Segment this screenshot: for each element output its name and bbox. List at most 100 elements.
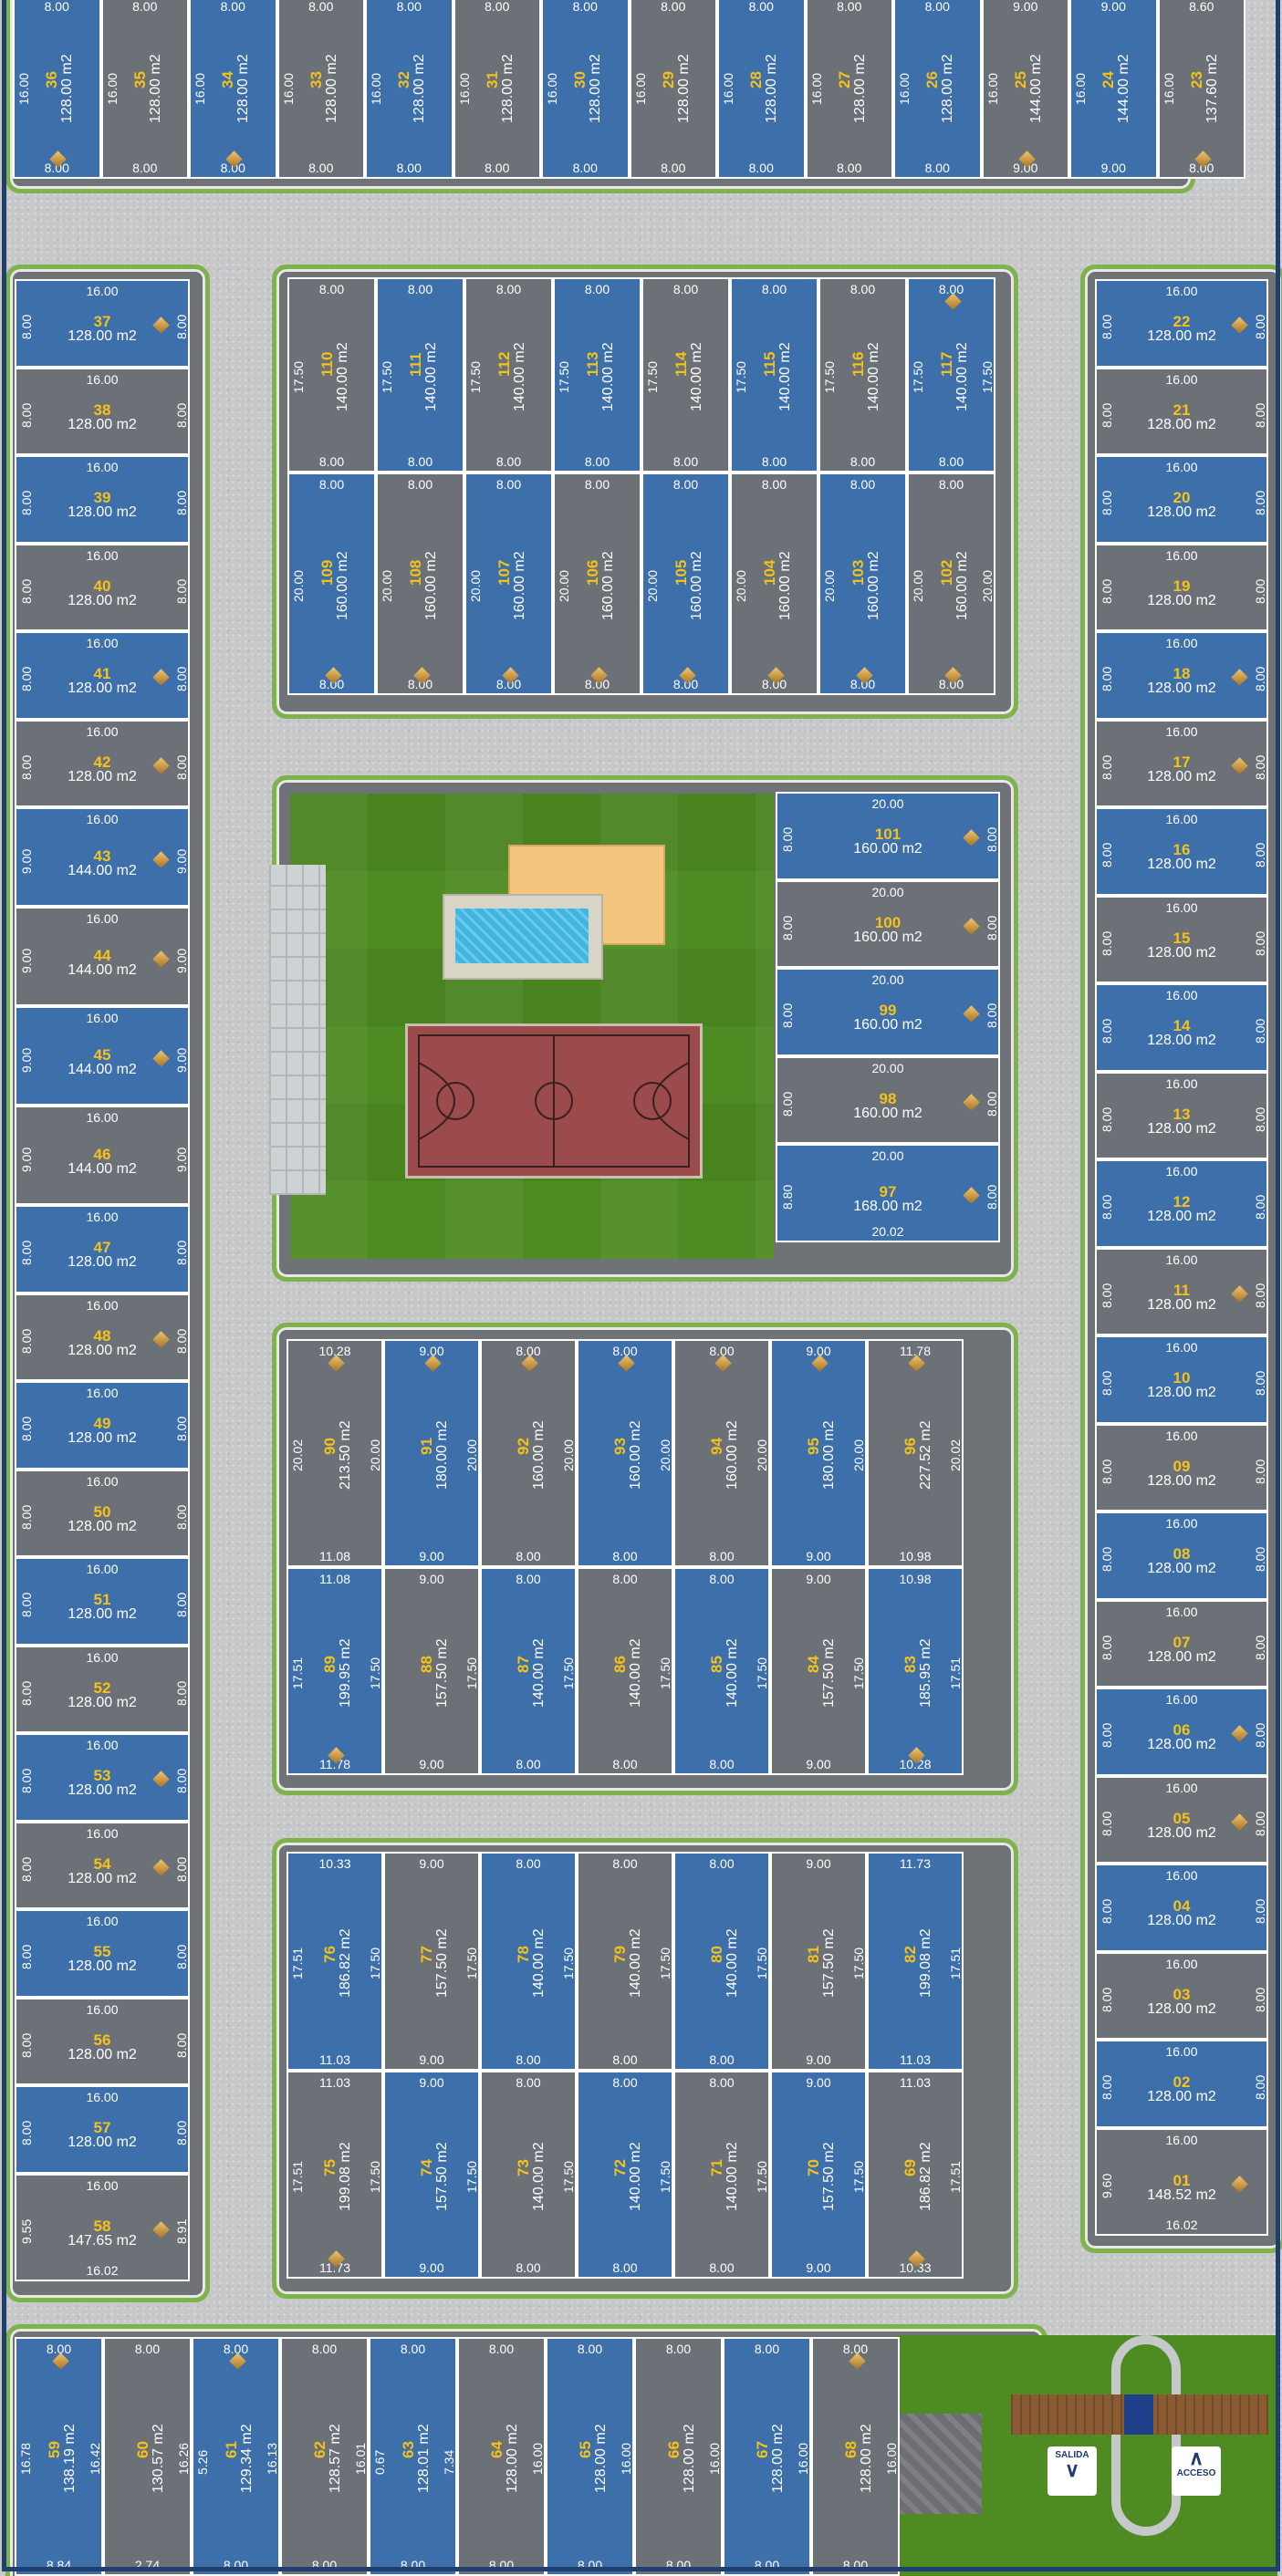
lot-02[interactable]: 02128.00 m216.008.008.00 [1095,2040,1268,2128]
lot-113[interactable]: 113140.00 m28.008.0017.50 [553,277,641,473]
lot-111[interactable]: 111140.00 m28.008.0017.50 [376,277,464,473]
lot-69[interactable]: 69186.82 m211.0310.3317.51 [867,2071,964,2279]
lot-82[interactable]: 82199.08 m211.7311.0317.51 [867,1852,964,2071]
lot-79[interactable]: 79140.00 m28.008.0017.50 [577,1852,673,2071]
lot-73[interactable]: 73140.00 m28.008.0017.50 [480,2071,577,2279]
lot-35[interactable]: 35128.00 m28.008.0016.00 [100,0,189,179]
lot-44[interactable]: 44144.00 m216.009.009.00 [15,907,190,1006]
lot-68[interactable]: 68128.00 m28.008.0016.00 [811,2337,900,2576]
lot-66[interactable]: 66128.00 m28.008.0016.00 [634,2337,723,2576]
lot-52[interactable]: 52128.00 m216.008.008.00 [15,1645,190,1733]
lot-107[interactable]: 107160.00 m28.008.0020.00 [464,473,553,695]
lot-102[interactable]: 102160.00 m28.008.0020.0020.00 [907,473,995,695]
lot-109[interactable]: 109160.00 m28.008.0020.00 [287,473,376,695]
lot-54[interactable]: 54128.00 m216.008.008.00 [15,1821,190,1909]
lot-21[interactable]: 21128.00 m216.008.008.00 [1095,367,1268,455]
lot-39[interactable]: 39128.00 m216.008.008.00 [15,455,190,544]
lot-27[interactable]: 27128.00 m28.008.0016.00 [805,0,893,179]
lot-78[interactable]: 78140.00 m28.008.0017.50 [480,1852,577,2071]
lot-06[interactable]: 06128.00 m216.008.008.00 [1095,1688,1268,1776]
lot-28[interactable]: 28128.00 m28.008.0016.00 [717,0,806,179]
lot-15[interactable]: 15128.00 m216.008.008.00 [1095,895,1268,983]
lot-72[interactable]: 72140.00 m28.008.0017.50 [577,2071,673,2279]
lot-61[interactable]: 61129.34 m28.008.005.2616.13 [192,2337,280,2576]
lot-93[interactable]: 93160.00 m28.008.0020.00 [577,1339,673,1567]
lot-91[interactable]: 91180.00 m29.009.0020.00 [383,1339,480,1567]
lot-30[interactable]: 30128.00 m28.008.0016.00 [541,0,630,179]
lot-92[interactable]: 92160.00 m28.008.0020.00 [480,1339,577,1567]
lot-63[interactable]: 63128.01 m28.008.000.677.34 [369,2337,457,2576]
lot-60[interactable]: 60130.57 m28.002.7416.26 [103,2337,192,2576]
lot-105[interactable]: 105160.00 m28.008.0020.00 [641,473,730,695]
lot-76[interactable]: 76186.82 m210.3311.0317.5117.50 [287,1852,383,2071]
lot-97[interactable]: 97168.00 m220.0020.028.808.00 [776,1144,1000,1242]
lot-65[interactable]: 65128.00 m28.008.0016.00 [546,2337,634,2576]
lot-48[interactable]: 48128.00 m216.008.008.00 [15,1293,190,1381]
lot-100[interactable]: 100160.00 m220.008.008.00 [776,879,1000,968]
lot-85[interactable]: 85140.00 m28.008.0017.50 [673,1567,770,1775]
lot-09[interactable]: 09128.00 m216.008.008.00 [1095,1423,1268,1511]
lot-89[interactable]: 89199.95 m211.0811.7817.5117.50 [287,1567,383,1775]
lot-106[interactable]: 106160.00 m28.008.0020.00 [553,473,641,695]
lot-05[interactable]: 05128.00 m216.008.008.00 [1095,1775,1268,1864]
lot-90[interactable]: 90213.50 m210.2811.0820.0220.00 [287,1339,383,1567]
lot-12[interactable]: 12128.00 m216.008.008.00 [1095,1159,1268,1248]
lot-56[interactable]: 56128.00 m216.008.008.00 [15,1997,190,2085]
lot-55[interactable]: 55128.00 m216.008.008.00 [15,1909,190,1998]
lot-24[interactable]: 24144.00 m29.009.0016.00 [1069,0,1158,179]
lot-45[interactable]: 45144.00 m216.009.009.00 [15,1006,190,1106]
lot-32[interactable]: 32128.00 m28.008.0016.00 [365,0,453,179]
lot-19[interactable]: 19128.00 m216.008.008.00 [1095,543,1268,631]
lot-103[interactable]: 103160.00 m28.008.0020.00 [818,473,907,695]
lot-77[interactable]: 77157.50 m29.009.0017.50 [383,1852,480,2071]
lot-37[interactable]: 37128.00 m216.008.008.00 [15,279,190,368]
lot-53[interactable]: 53128.00 m216.008.008.00 [15,1733,190,1822]
lot-11[interactable]: 11128.00 m216.008.008.00 [1095,1247,1268,1335]
lot-74[interactable]: 74157.50 m29.009.0017.50 [383,2071,480,2279]
lot-36[interactable]: 36128.00 m28.008.0016.00 [13,0,101,179]
lot-16[interactable]: 16128.00 m216.008.008.00 [1095,807,1268,896]
lot-94[interactable]: 94160.00 m28.008.0020.00 [673,1339,770,1567]
lot-110[interactable]: 110140.00 m28.008.0017.50 [287,277,376,473]
lot-07[interactable]: 07128.00 m216.008.008.00 [1095,1599,1268,1688]
lot-31[interactable]: 31128.00 m28.008.0016.00 [453,0,541,179]
lot-108[interactable]: 108160.00 m28.008.0020.00 [376,473,464,695]
lot-22[interactable]: 22128.00 m216.008.008.00 [1095,279,1268,368]
lot-62[interactable]: 62128.57 m28.008.0016.01 [280,2337,369,2576]
lot-17[interactable]: 17128.00 m216.008.008.00 [1095,719,1268,807]
lot-67[interactable]: 67128.00 m28.008.0016.00 [723,2337,811,2576]
lot-18[interactable]: 18128.00 m216.008.008.00 [1095,631,1268,720]
lot-59[interactable]: 59138.19 m28.008.8416.7816.42 [15,2337,103,2576]
lot-84[interactable]: 84157.50 m29.009.0017.50 [770,1567,867,1775]
lot-71[interactable]: 71140.00 m28.008.0017.50 [673,2071,770,2279]
lot-23[interactable]: 23137.60 m28.608.0016.00 [1157,0,1246,179]
lot-86[interactable]: 86140.00 m28.008.0017.50 [577,1567,673,1775]
lot-25[interactable]: 25144.00 m29.009.0016.00 [981,0,1069,179]
lot-04[interactable]: 04128.00 m216.008.008.00 [1095,1864,1268,1952]
lot-01[interactable]: 01148.52 m216.0016.029.60 [1095,2127,1268,2236]
lot-115[interactable]: 115140.00 m28.008.0017.50 [730,277,818,473]
lot-40[interactable]: 40128.00 m216.008.008.00 [15,543,190,631]
lot-83[interactable]: 83185.95 m210.9810.2817.51 [867,1567,964,1775]
lot-101[interactable]: 101160.00 m220.008.008.00 [776,792,1000,880]
lot-20[interactable]: 20128.00 m216.008.008.00 [1095,455,1268,544]
lot-33[interactable]: 33128.00 m28.008.0016.00 [276,0,365,179]
lot-114[interactable]: 114140.00 m28.008.0017.50 [641,277,730,473]
lot-64[interactable]: 64128.00 m28.008.0016.00 [457,2337,546,2576]
lot-88[interactable]: 88157.50 m29.009.0017.50 [383,1567,480,1775]
lot-104[interactable]: 104160.00 m28.008.0020.00 [730,473,818,695]
lot-57[interactable]: 57128.00 m216.008.008.00 [15,2085,190,2174]
lot-08[interactable]: 08128.00 m216.008.008.00 [1095,1511,1268,1600]
lot-42[interactable]: 42128.00 m216.008.008.00 [15,719,190,807]
lot-10[interactable]: 10128.00 m216.008.008.00 [1095,1335,1268,1424]
lot-14[interactable]: 14128.00 m216.008.008.00 [1095,983,1268,1072]
lot-95[interactable]: 95180.00 m29.009.0020.00 [770,1339,867,1567]
lot-75[interactable]: 75199.08 m211.0311.7317.5117.50 [287,2071,383,2279]
lot-03[interactable]: 03128.00 m216.008.008.00 [1095,1951,1268,2040]
lot-58[interactable]: 58147.65 m216.0016.029.558.91 [15,2173,190,2281]
lot-29[interactable]: 29128.00 m28.008.0016.00 [629,0,717,179]
lot-96[interactable]: 96227.52 m211.7810.9820.02 [867,1339,964,1567]
lot-87[interactable]: 87140.00 m28.008.0017.50 [480,1567,577,1775]
lot-70[interactable]: 70157.50 m29.009.0017.50 [770,2071,867,2279]
lot-13[interactable]: 13128.00 m216.008.008.00 [1095,1071,1268,1159]
